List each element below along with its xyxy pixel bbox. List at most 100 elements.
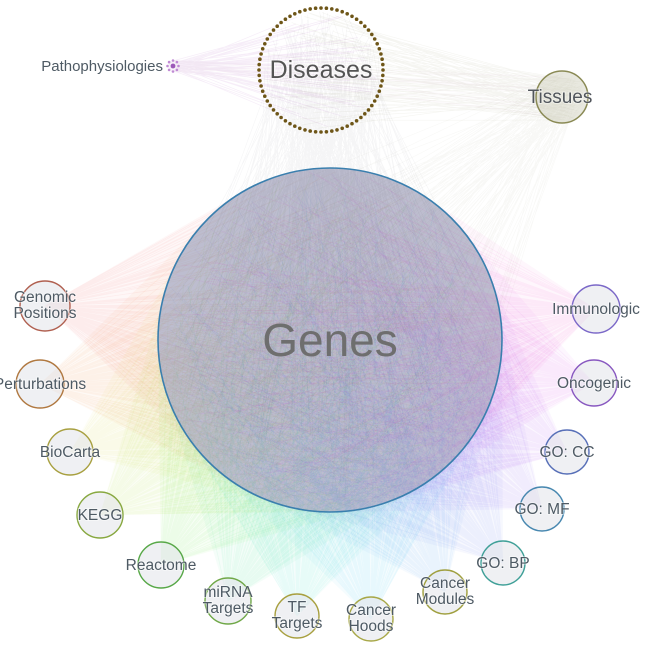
fan-lines-oncogenic: [175, 173, 595, 509]
top-link-webs: [167, 11, 587, 500]
node-label-immunologic[interactable]: Immunologic: [551, 300, 641, 319]
diseases-boundary-dot: [381, 68, 385, 72]
fan-lines-immunologic: [166, 171, 597, 492]
fan-wash-mirna-targets: [158, 168, 502, 601]
diseases-boundary-dot: [288, 14, 292, 19]
fan-wash-kegg: [100, 168, 502, 515]
node-label-line: Targets: [203, 600, 254, 617]
diseases-node[interactable]: Diseases: [257, 6, 385, 134]
diseases-boundary-dot: [372, 99, 377, 103]
node-label-biocarta[interactable]: BioCarta: [39, 443, 102, 462]
diseases-boundary-dot: [268, 103, 273, 108]
node-label-line: KEGG: [78, 507, 123, 524]
node-tf-targets[interactable]: [274, 593, 320, 639]
fan-lines-tf-targets: [163, 188, 485, 617]
node-cancer-hoods[interactable]: [348, 596, 394, 642]
diseases-boundary-dot: [340, 9, 345, 14]
node-label-go-cc[interactable]: GO: CC: [538, 443, 595, 462]
fan-wash-reactome: [158, 168, 502, 565]
diseases-boundary-dot: [279, 115, 283, 120]
node-label-go-mf[interactable]: GO: MF: [513, 500, 570, 519]
node-immunologic[interactable]: [571, 284, 621, 334]
fan-wash-oncogenic: [158, 168, 594, 512]
node-mirna-targets[interactable]: [204, 577, 252, 625]
node-label-go-bp[interactable]: GO: BP: [475, 554, 530, 573]
diseases-boundary-dot: [366, 108, 371, 112]
node-label-reactome[interactable]: Reactome: [125, 556, 198, 575]
fan-wash-biocarta: [70, 168, 502, 512]
fan-wash-immunologic: [158, 168, 596, 512]
fan-wash-cancer-modules: [158, 168, 502, 592]
diseases-boundary-dot: [330, 7, 334, 11]
diseases-boundary-dot: [345, 12, 350, 16]
node-label-kegg[interactable]: KEGG: [77, 506, 124, 525]
link-web-diseases-tissues: [263, 12, 587, 129]
genes-node[interactable]: [157, 167, 503, 513]
diseases-boundary-dot: [308, 7, 313, 11]
node-label-line: Modules: [416, 591, 475, 608]
node-go-bp[interactable]: [480, 540, 526, 586]
node-label-line: Immunologic: [552, 301, 640, 318]
diseases-label[interactable]: Diseases: [268, 55, 373, 86]
diseases-boundary-dot: [359, 20, 363, 25]
genes-label[interactable]: Genes: [262, 314, 398, 366]
node-reactome[interactable]: [137, 541, 185, 589]
diseases-boundary-dot: [350, 121, 354, 126]
pathophysiologies-node[interactable]: Pathophysiologies: [40, 57, 180, 76]
diseases-boundary-dot: [363, 24, 367, 29]
node-label-line: GO: BP: [476, 555, 529, 572]
node-perturbations[interactable]: [15, 359, 65, 409]
tissues-circle[interactable]: [535, 70, 589, 124]
diseases-boundary-dot: [283, 17, 288, 22]
diseases-boundary-dot: [298, 126, 302, 131]
link-web-pathophysiologies-tissues: [167, 60, 583, 119]
diseases-boundary-dot: [275, 112, 280, 116]
fan-lines-mirna-targets: [176, 181, 490, 602]
diseases-boundary-dot: [381, 73, 385, 78]
diseases-boundary-dot: [375, 42, 380, 46]
node-label-oncogenic[interactable]: Oncogenic: [556, 374, 632, 393]
tissues-label[interactable]: Tissues: [527, 86, 594, 109]
fan-lines-cancer-hoods: [169, 174, 492, 620]
diseases-boundary-dot: [259, 52, 263, 56]
pathophysiologies-petal-dot: [171, 59, 175, 62]
node-cancer-modules[interactable]: [422, 569, 468, 615]
node-go-mf[interactable]: [519, 486, 565, 532]
node-label-line: Cancer: [346, 602, 396, 619]
node-label-perturbations[interactable]: Perturbations: [0, 375, 87, 394]
diseases-boundary-dot: [379, 52, 383, 56]
diseases-boundary-dot: [319, 130, 323, 134]
diseases-boundary-dot: [279, 20, 283, 25]
node-oncogenic[interactable]: [570, 359, 618, 407]
node-label-line: BioCarta: [40, 444, 101, 461]
fan-wash-genomic-positions: [45, 168, 502, 512]
diseases-boundary-dot: [293, 12, 297, 16]
pathophysiologies-petal-dot: [167, 68, 171, 72]
diseases-boundary-dot: [379, 84, 383, 88]
link-web-pathophysiologies-diseases: [167, 15, 378, 127]
node-label-line: Perturbations: [0, 376, 86, 393]
tissues-node[interactable]: Tissues: [527, 70, 594, 124]
node-label-line: Cancer: [420, 575, 470, 592]
pathophysiologies-petal-dot: [171, 70, 175, 73]
pathophysiologies-petal-dot: [177, 64, 180, 68]
diseases-boundary-dot: [363, 112, 367, 116]
diseases-boundary-dot: [370, 103, 374, 108]
node-kegg[interactable]: [76, 491, 124, 539]
diseases-boundary-dot: [366, 28, 371, 32]
fan-wash-go-cc: [158, 168, 567, 512]
node-biocarta[interactable]: [46, 428, 94, 476]
pathophysiologies-label[interactable]: Pathophysiologies: [40, 57, 164, 76]
node-go-cc[interactable]: [544, 429, 590, 475]
diseases-boundary-dot: [283, 119, 288, 123]
diseases-boundary-dot: [263, 94, 267, 98]
node-genomic-positions[interactable]: [19, 280, 71, 332]
diseases-boundary-dot: [335, 128, 339, 132]
diseases-boundary-dot: [375, 94, 380, 98]
